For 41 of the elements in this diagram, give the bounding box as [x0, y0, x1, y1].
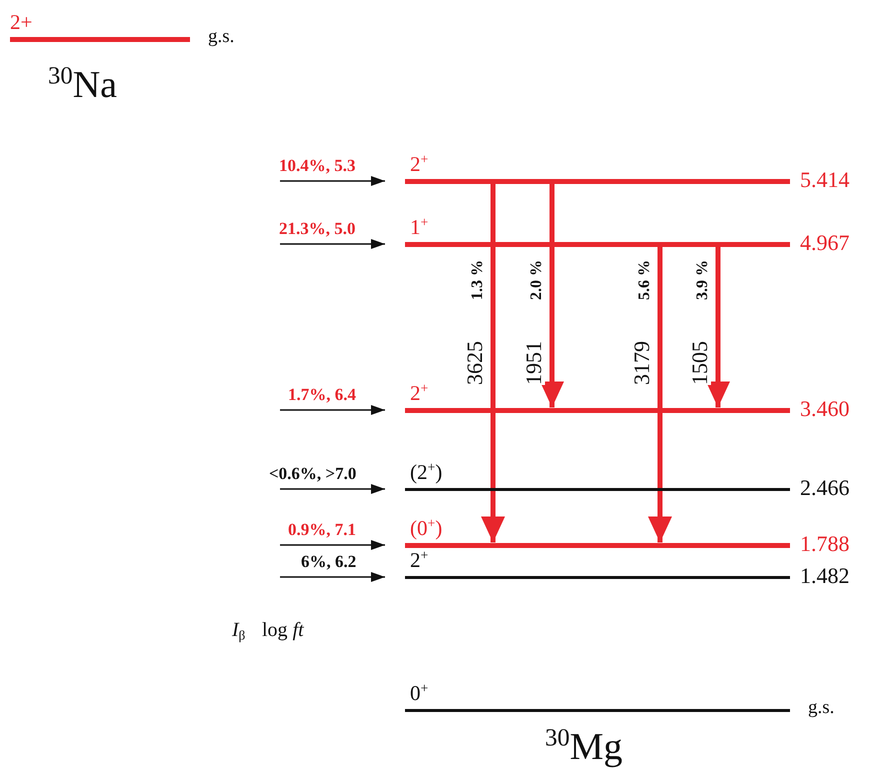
energy-level-line	[405, 708, 790, 712]
energy-label: 4.967	[800, 232, 850, 254]
gamma-arrow	[706, 246, 730, 408]
spin-label: 2$^{+}$	[410, 383, 428, 404]
feeding-arrow	[280, 484, 385, 494]
spin-label: 0$^{+}$	[410, 683, 428, 704]
energy-label: g.s.	[808, 698, 834, 717]
log-ft-axis-label: log ft	[262, 620, 304, 640]
edge-label: <0.6%, >7.0	[269, 465, 356, 482]
energy-label: g.s.	[208, 27, 234, 46]
edge-label: 10.4%, 5.3	[279, 157, 356, 174]
gamma-arrow	[648, 246, 672, 542]
edge-label: 21.3%, 5.0	[279, 220, 356, 237]
isotope-label: $^{30}$Na	[48, 66, 117, 104]
isotope-label: $^{30}$Mg	[545, 728, 622, 766]
spin-label: 1$^{+}$	[410, 217, 428, 238]
energy-label: 5.414	[800, 169, 850, 191]
spin-label: (2$^{+}$)	[410, 462, 442, 483]
feeding-arrow	[280, 176, 385, 186]
energy-level-line	[405, 576, 790, 578]
energy-label: 3.460	[800, 398, 850, 420]
feeding-arrow	[280, 405, 385, 415]
feeding-arrow	[280, 540, 385, 550]
spin-label: 2+	[10, 12, 32, 33]
energy-label: 1.788	[800, 533, 850, 555]
spin-label: 2$^{+}$	[410, 154, 428, 175]
spin-label: 2$^{+}$	[410, 550, 428, 571]
feeding-arrow	[280, 239, 385, 249]
energy-level-line	[405, 488, 790, 490]
intensity-axis-label: I$_{β}$	[232, 620, 246, 640]
edge-label: 1505	[689, 341, 711, 385]
edge-label: 1.7%, 6.4	[288, 386, 356, 403]
edge-label: 1951	[523, 341, 545, 385]
energy-label: 2.466	[800, 477, 850, 499]
edge-label: 0.9%, 7.1	[288, 521, 356, 538]
feeding-arrow	[280, 572, 385, 582]
gamma-arrow	[481, 184, 505, 542]
gamma-arrow	[540, 184, 564, 408]
spin-label: (0$^{+}$)	[410, 518, 442, 539]
edge-label: 6%, 6.2	[301, 553, 356, 570]
energy-label: 1.482	[800, 565, 850, 587]
